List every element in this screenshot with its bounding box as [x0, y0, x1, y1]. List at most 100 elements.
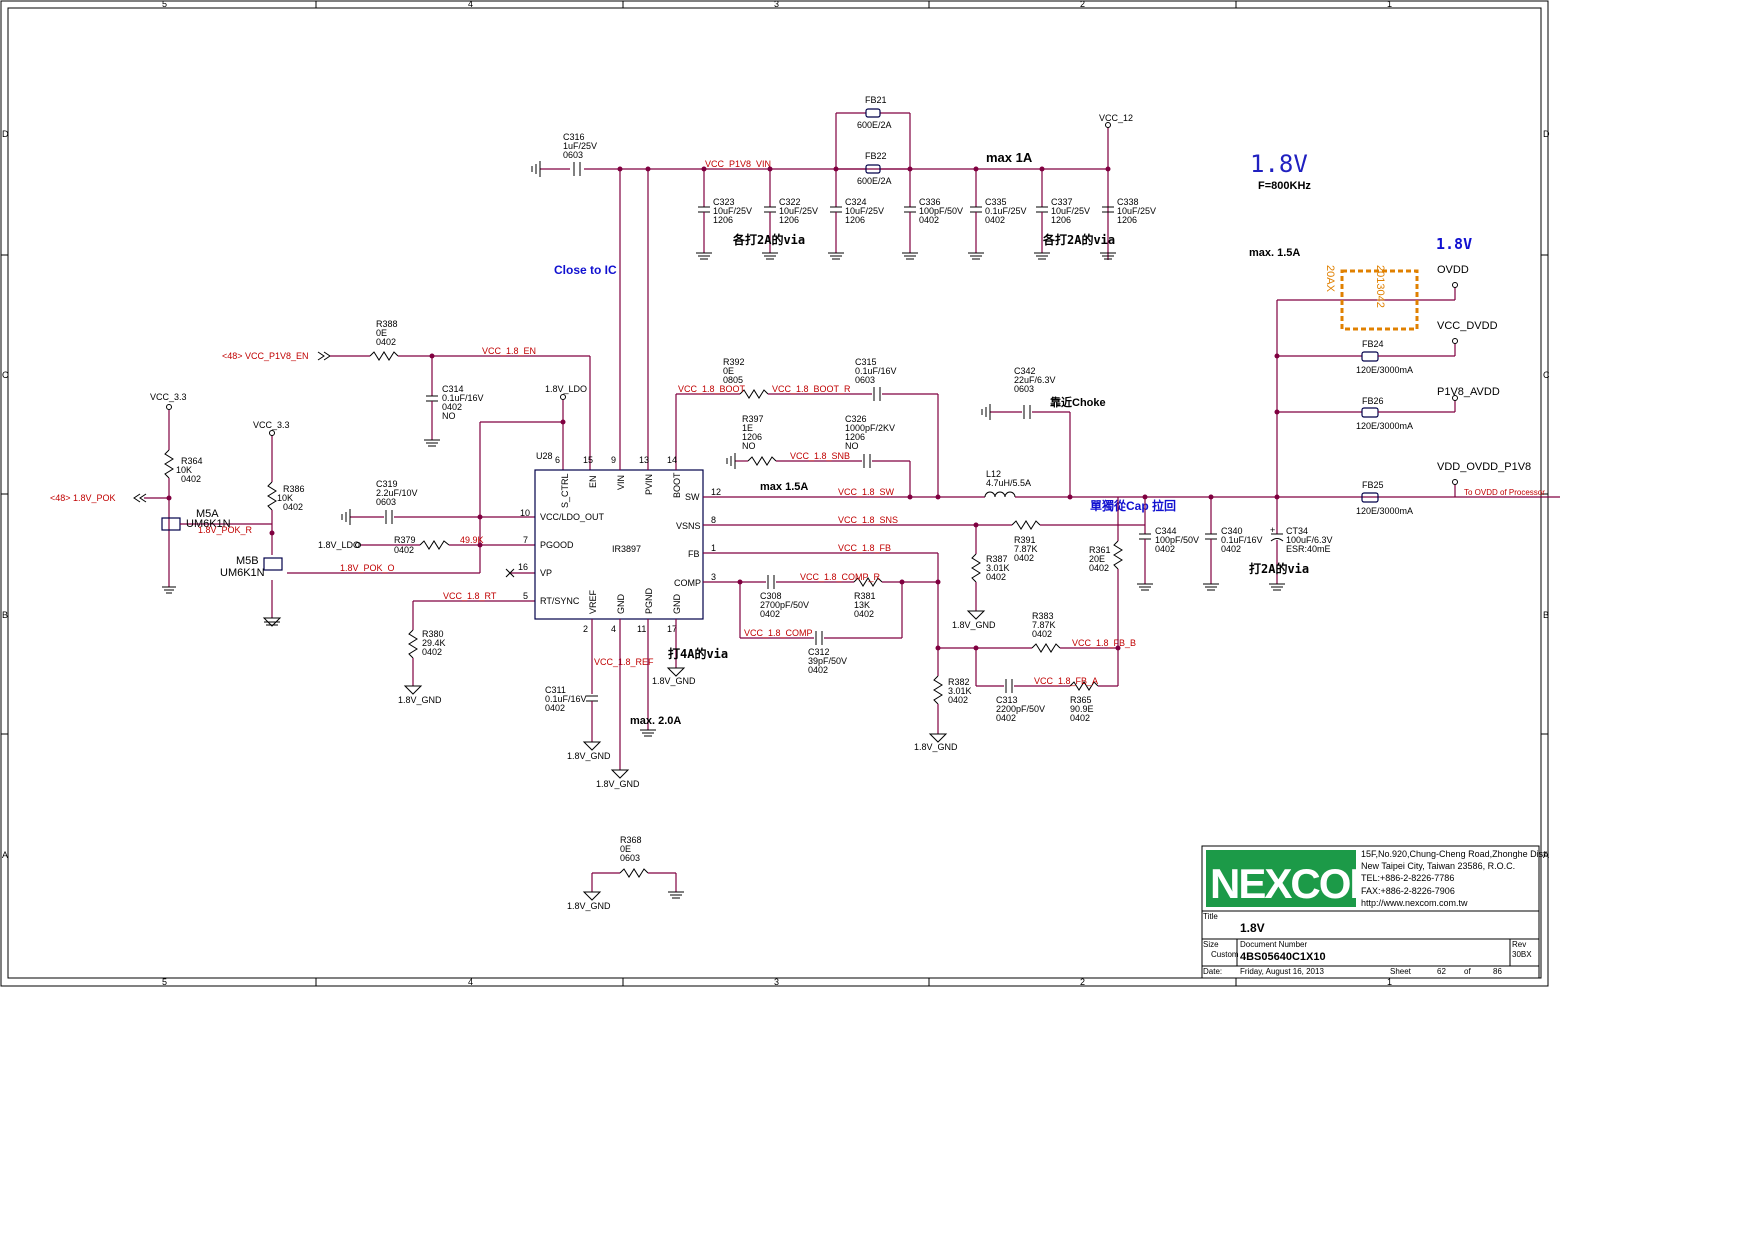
svg-text:0402: 0402 [394, 545, 414, 555]
svg-text:0.1uF/25V: 0.1uF/25V [985, 206, 1027, 216]
svg-text:0402: 0402 [760, 609, 780, 619]
svg-text:0402: 0402 [1014, 553, 1034, 563]
svg-text:FB: FB [688, 549, 700, 559]
svg-text:R383: R383 [1032, 611, 1054, 621]
svg-text:Title: Title [1203, 912, 1218, 921]
fbx-b: 2013042 [1374, 265, 1386, 308]
title-block: NEXCOM 15F,No.920,Chung-Cheng Road,Zhong… [1201, 845, 1548, 979]
svg-text:0402: 0402 [948, 695, 968, 705]
svg-text:R365: R365 [1070, 695, 1092, 705]
svg-text:0805: 0805 [723, 375, 743, 385]
svg-text:C340: C340 [1221, 526, 1243, 536]
svg-text:2.2uF/10V: 2.2uF/10V [376, 488, 418, 498]
svg-text:SW: SW [685, 492, 700, 502]
svg-text:VCC_3.3: VCC_3.3 [253, 420, 290, 430]
svg-text:UM6K1N: UM6K1N [220, 567, 265, 579]
svg-text:UM6K1N: UM6K1N [186, 518, 231, 530]
svg-text:0.1uF/16V: 0.1uF/16V [1221, 535, 1263, 545]
svg-text:0402: 0402 [545, 703, 565, 713]
svg-text:0E: 0E [723, 366, 734, 376]
svg-text:10uF/25V: 10uF/25V [779, 206, 818, 216]
net-ldo: 1.8V_LDO [545, 384, 587, 394]
net-vcc12: VCC_12 [1099, 113, 1133, 123]
svg-text:C315: C315 [855, 357, 877, 367]
fb21-val: 600E/2A [857, 120, 892, 130]
svg-text:C338: C338 [1117, 197, 1139, 207]
svg-text:90.9E: 90.9E [1070, 704, 1094, 714]
svg-text:0.1uF/16V: 0.1uF/16V [545, 694, 587, 704]
svg-text:0.1uF/16V: 0.1uF/16V [855, 366, 897, 376]
svg-text:0E: 0E [376, 328, 387, 338]
note-max15a-top: max. 1.5A [1249, 247, 1300, 259]
svg-text:FB25: FB25 [1362, 480, 1384, 490]
svg-text:13: 13 [639, 455, 649, 465]
svg-text:0402: 0402 [283, 502, 303, 512]
note-close-to-ic: Close to IC [554, 263, 617, 277]
svg-text:0402: 0402 [808, 665, 828, 675]
svg-text:0402: 0402 [376, 337, 396, 347]
c316-val: 1uF/25V [563, 141, 597, 151]
svg-text:GND: GND [616, 594, 626, 615]
svg-text:ESR:40mE: ESR:40mE [1286, 544, 1331, 554]
svg-text:22uF/6.3V: 22uF/6.3V [1014, 375, 1056, 385]
svg-text:0402: 0402 [422, 647, 442, 657]
svg-text:C308: C308 [760, 591, 782, 601]
input-rail: C316 1uF/25V 0603 VCC_P1V8_VIN VCC_12 ma… [531, 95, 1133, 260]
svg-text:L12: L12 [986, 469, 1001, 479]
svg-text:C312: C312 [808, 647, 830, 657]
net-ldo2: 1.8V_LDO [318, 540, 360, 550]
svg-text:R364: R364 [181, 456, 203, 466]
svg-text:39pF/50V: 39pF/50V [808, 656, 847, 666]
svg-text:0402: 0402 [919, 215, 939, 225]
svg-text:0402: 0402 [854, 609, 874, 619]
ic-u28: U28 IR3897 6 15 9 13 14 S_CTRL EN VIN PV… [534, 169, 721, 634]
header-freq: F=800KHz [1258, 180, 1311, 192]
svg-text:C323: C323 [713, 197, 735, 207]
svg-text:VIN: VIN [616, 475, 626, 490]
svg-text:EN: EN [588, 475, 598, 488]
net-vcc-p1v8-en: <48> VCC_P1V8_EN [222, 351, 309, 361]
svg-text:1.8V_GND: 1.8V_GND [567, 751, 611, 761]
svg-text:Custom: Custom [1211, 950, 1239, 959]
c316-ref: C316 [563, 132, 585, 142]
svg-text:120E/3000mA: 120E/3000mA [1356, 365, 1413, 375]
svg-text:1206: 1206 [845, 215, 865, 225]
svg-text:86: 86 [1493, 967, 1502, 976]
svg-text:C337: C337 [1051, 197, 1073, 207]
svg-text:1206: 1206 [1051, 215, 1071, 225]
net-fb: VCC_1.8_FB [838, 543, 891, 553]
col-label: 4 [468, 0, 473, 9]
svg-text:10: 10 [520, 508, 530, 518]
svg-text:0402: 0402 [1032, 629, 1052, 639]
svg-text:120E/3000mA: 120E/3000mA [1356, 506, 1413, 516]
svg-text:S_CTRL: S_CTRL [560, 473, 570, 508]
row-label: A [1543, 850, 1549, 860]
svg-text:C319: C319 [376, 479, 398, 489]
net-comp: VCC_1.8_COMP [744, 628, 813, 638]
svg-text:TEL:+886-2-8226-7786: TEL:+886-2-8226-7786 [1361, 873, 1454, 883]
svg-text:0402: 0402 [1070, 713, 1090, 723]
svg-text:17: 17 [667, 624, 677, 634]
svg-text:3.01K: 3.01K [948, 686, 972, 696]
svg-text:1206: 1206 [845, 432, 865, 442]
row-label: A [2, 850, 8, 860]
svg-text:C314: C314 [442, 384, 464, 394]
svg-text:100uF/6.3V: 100uF/6.3V [1286, 535, 1333, 545]
svg-text:1.8V_GND: 1.8V_GND [652, 676, 696, 686]
note-max20a: max. 2.0A [630, 715, 681, 727]
net-p1v8-avdd: P1V8_AVDD [1437, 386, 1500, 398]
svg-text:C322: C322 [779, 197, 801, 207]
note-single-cap: 單獨從Cap 拉回 [1090, 498, 1176, 513]
svg-text:0402: 0402 [996, 713, 1016, 723]
net-ref: VCC_1.8_REF [594, 657, 654, 667]
svg-text:M5A: M5A [196, 508, 219, 520]
svg-text:Document Number: Document Number [1240, 940, 1307, 949]
svg-text:62: 62 [1437, 967, 1446, 976]
